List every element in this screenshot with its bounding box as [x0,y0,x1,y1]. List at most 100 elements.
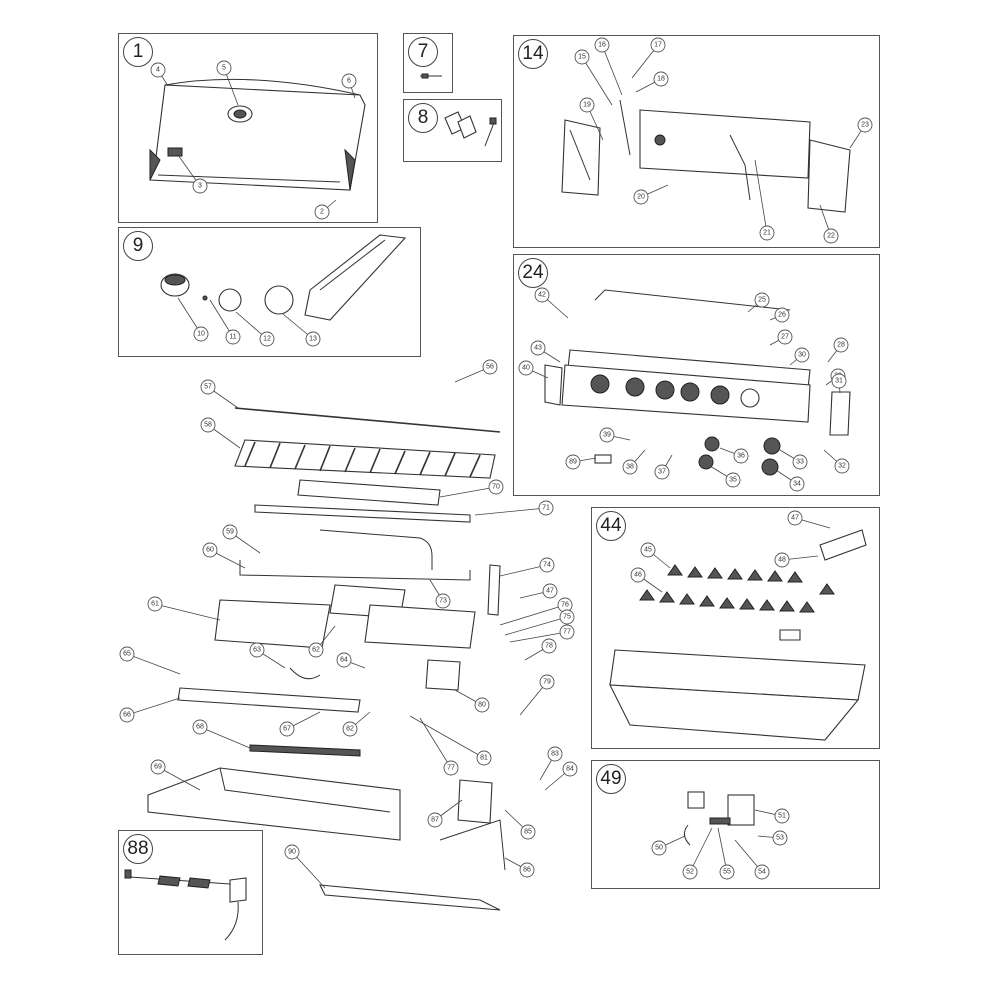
leader-line [199,726,251,749]
callout-bubble [119,707,135,723]
callout-17: 17 [631,37,666,79]
callout-label: 52 [686,869,694,876]
callout-bubble [200,379,216,395]
callout-label: 45 [644,547,652,554]
callout-37: 37 [654,454,673,480]
leader-line [474,507,547,516]
callout-89: 89 [565,454,597,470]
callout-label: 46 [634,572,642,579]
callout-bubble [341,73,357,89]
callout-label: 83 [551,751,559,758]
callout-71: 71 [474,500,554,516]
hinge-drawing [444,111,497,147]
heat-tents [639,564,835,613]
control-panel-drawing [544,289,851,476]
callout-bubble [834,458,850,474]
leader-line [291,851,326,889]
callout-19: 19 [579,97,604,141]
callout-label: 79 [543,679,551,686]
callout-label: 57 [204,384,212,391]
callout-42: 42 [534,287,569,319]
callout-25: 25 [747,292,770,313]
callout-bubble [565,454,581,470]
callout-label: 56 [486,364,494,371]
callout-bubble [222,524,238,540]
callout-65: 65 [119,646,181,675]
callout-bubble [831,373,847,389]
callout-bubble [542,583,558,599]
callout-bubble [833,337,849,353]
callout-label: 26 [778,312,786,319]
callout-bubble [147,596,163,612]
callout-bubble [579,97,595,113]
callout-bubble [599,427,615,443]
callout-bubble [336,652,352,668]
callout-28: 28 [827,337,849,363]
callout-label: 76 [561,602,569,609]
panel-number: 14 [518,39,548,69]
callout-label: 87 [431,817,439,824]
panel-number: 9 [123,231,153,261]
back-panel-drawing [561,99,851,213]
leader-line [499,604,566,626]
ignition-drawing [684,791,755,846]
callout-bubble [150,759,166,775]
callout-label: 17 [654,42,662,49]
callout-label: 27 [781,334,789,341]
callout-70: 70 [439,479,504,498]
callout-30: 30 [789,347,810,366]
callout-bubble [630,567,646,583]
panel-7: 7 [403,33,453,93]
callout-10: 10 [177,297,209,342]
callout-bubble [474,697,490,713]
callout-label: 22 [827,233,835,240]
callout-75: 75 [504,609,575,636]
callout-83: 83 [539,746,563,781]
callout-35: 35 [709,465,741,488]
callout-87: 87 [427,799,463,828]
panel-number: 1 [123,37,153,67]
callout-label: 25 [758,297,766,304]
callout-label: 74 [543,562,551,569]
callout-73: 73 [429,579,451,609]
callout-bubble [857,117,873,133]
callout-86: 86 [504,857,535,878]
callout-bubble [476,750,492,766]
callout-bubble [192,719,208,735]
callout-77: 77 [419,717,459,776]
callout-label: 78 [545,643,553,650]
callout-bubble [482,359,498,375]
callout-label: 32 [838,463,846,470]
firebox-drawing [609,529,867,741]
callout-76: 76 [499,597,573,626]
callout-bubble [651,840,667,856]
callout-bubble [200,417,216,433]
callout-31: 31 [831,373,847,394]
warming-rack-bars [244,441,481,478]
callout-61: 61 [147,596,221,621]
callout-label: 28 [837,342,845,349]
callout-bubble [654,464,670,480]
callout-label: 42 [538,292,546,299]
callout-label: 86 [523,867,531,874]
callout-label: 62 [312,647,320,654]
callout-18: 18 [635,71,669,93]
callout-label: 5 [222,65,226,72]
callout-bubble [574,49,590,65]
callout-82: 82 [342,711,371,737]
callout-bubble [772,830,788,846]
callout-bubble [216,60,232,76]
callout-6: 6 [341,73,357,99]
callout-64: 64 [336,652,366,669]
callout-bubble [733,448,749,464]
callout-47: 47 [787,510,831,529]
callout-5: 5 [216,60,239,106]
callout-label: 63 [253,647,261,654]
callout-label: 48 [778,557,786,564]
leader-line [689,827,713,873]
callout-bubble [633,189,649,205]
callout-label: 36 [737,453,745,460]
callout-26: 26 [769,307,790,323]
callout-bubble [119,646,135,662]
callout-label: 71 [542,505,550,512]
